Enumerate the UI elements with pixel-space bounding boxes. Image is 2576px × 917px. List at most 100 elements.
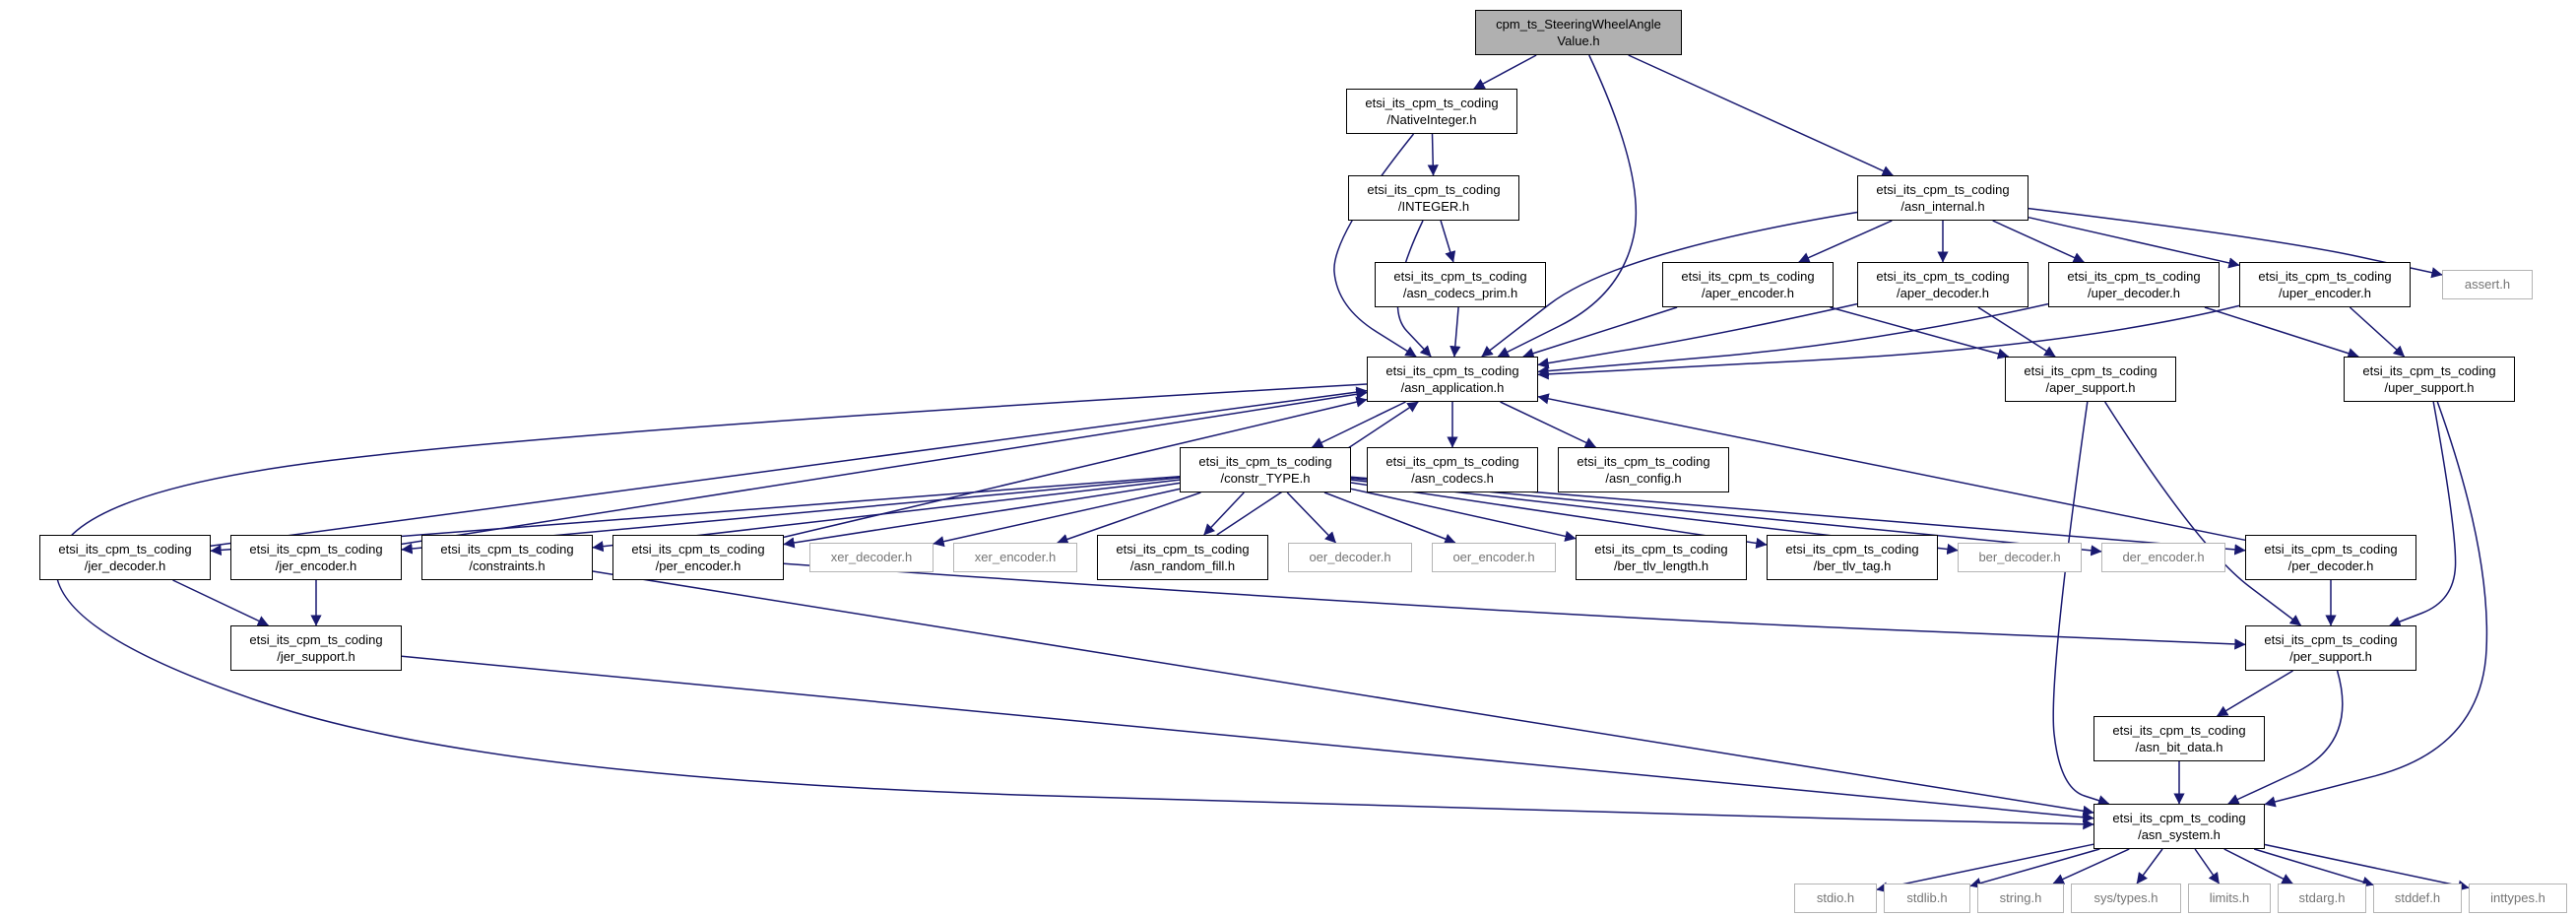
graph-node-uper_encoder[interactable]: etsi_its_cpm_ts_coding/uper_encoder.h — [2239, 262, 2411, 307]
graph-node-asn_random_fill[interactable]: etsi_its_cpm_ts_coding/asn_random_fill.h — [1097, 535, 1268, 580]
graph-node-asn_config[interactable]: etsi_its_cpm_ts_coding/asn_config.h — [1558, 447, 1729, 492]
graph-node-label: etsi_its_cpm_ts_coding — [631, 541, 765, 557]
include-edge-asn_system-to-stdlib — [1969, 848, 2100, 888]
graph-node-label: xer_encoder.h — [974, 550, 1057, 565]
graph-node-label: /asn_bit_data.h — [2135, 740, 2223, 754]
graph-node-per_encoder[interactable]: etsi_its_cpm_ts_coding/per_encoder.h — [612, 535, 784, 580]
include-edge-main-to-asn_internal — [1628, 54, 1894, 176]
graph-node-label: /ber_tlv_tag.h — [1813, 558, 1892, 573]
include-edge-aper_support-to-per_support — [2104, 401, 2302, 626]
graph-node-aper_decoder[interactable]: etsi_its_cpm_ts_coding/aper_decoder.h — [1857, 262, 2029, 307]
include-edge-asn_application-to-asn_system — [55, 383, 2094, 830]
graph-node-label: /NativeInteger.h — [1386, 112, 1477, 127]
graph-node-label: etsi_its_cpm_ts_coding — [1385, 453, 1519, 469]
graph-node-integer[interactable]: etsi_its_cpm_ts_coding/INTEGER.h — [1348, 175, 1519, 221]
include-edge-constr_TYPE-to-asn_random_fill — [1203, 491, 1245, 536]
graph-node-per_support[interactable]: etsi_its_cpm_ts_coding/per_support.h — [2245, 625, 2416, 671]
include-edge-uper_decoder-to-asn_application — [1537, 302, 2049, 377]
graph-node-label: /ber_tlv_length.h — [1613, 558, 1709, 573]
graph-node-jer_encoder[interactable]: etsi_its_cpm_ts_coding/jer_encoder.h — [230, 535, 402, 580]
include-edge-uper_decoder-to-uper_support — [2204, 306, 2359, 360]
graph-node-label: stdlib.h — [1906, 890, 1948, 906]
graph-node-label: etsi_its_cpm_ts_coding — [1876, 268, 2010, 284]
graph-node-xer_decoder: xer_decoder.h — [809, 543, 934, 572]
include-edge-jer_encoder-to-asn_application — [401, 388, 1368, 546]
include-edge-uper_support-to-asn_system — [2264, 401, 2488, 808]
graph-node-label: etsi_its_cpm_ts_coding — [1385, 362, 1519, 378]
include-edge-asn_internal-to-asn_application — [1481, 211, 1858, 358]
graph-node-native_integer[interactable]: etsi_its_cpm_ts_coding/NativeInteger.h — [1346, 89, 1517, 134]
graph-node-label: etsi_its_cpm_ts_coding — [1367, 181, 1501, 197]
include-edge-jer_decoder-to-asn_application — [210, 386, 1368, 548]
graph-node-label: etsi_its_cpm_ts_coding — [2112, 722, 2246, 738]
include-edge-constraints-to-asn_system — [592, 570, 2094, 817]
graph-node-stdarg: stdarg.h — [2278, 884, 2366, 913]
graph-node-asn_codecs_prim[interactable]: etsi_its_cpm_ts_coding/asn_codecs_prim.h — [1375, 262, 1546, 307]
graph-node-jer_support[interactable]: etsi_its_cpm_ts_coding/jer_support.h — [230, 625, 402, 671]
graph-node-aper_encoder[interactable]: etsi_its_cpm_ts_coding/aper_encoder.h — [1662, 262, 1834, 307]
include-edge-asn_application-to-asn_config — [1500, 401, 1597, 448]
graph-node-label: etsi_its_cpm_ts_coding — [1681, 268, 1815, 284]
graph-node-der_encoder: der_encoder.h — [2101, 543, 2225, 572]
include-edge-integer-to-asn_codecs_prim — [1440, 220, 1456, 263]
graph-node-asn_codecs[interactable]: etsi_its_cpm_ts_coding/asn_codecs.h — [1367, 447, 1538, 492]
graph-node-uper_decoder[interactable]: etsi_its_cpm_ts_coding/uper_decoder.h — [2048, 262, 2220, 307]
graph-node-label: etsi_its_cpm_ts_coding — [2112, 810, 2246, 825]
include-edge-aper_support-to-asn_system — [2052, 401, 2110, 807]
graph-node-label: /jer_support.h — [277, 649, 355, 664]
graph-node-asn_internal[interactable]: etsi_its_cpm_ts_coding/asn_internal.h — [1857, 175, 2029, 221]
include-edge-uper_encoder-to-uper_support — [2349, 306, 2406, 358]
include-edge-constr_TYPE-to-xer_encoder — [1057, 491, 1201, 545]
include-edge-asn_codecs_prim-to-asn_application — [1449, 306, 1461, 358]
graph-node-per_decoder[interactable]: etsi_its_cpm_ts_coding/per_decoder.h — [2245, 535, 2416, 580]
include-edge-asn_application-to-constr_TYPE — [1311, 401, 1406, 448]
graph-node-inttypes: inttypes.h — [2469, 884, 2567, 913]
include-edge-asn_internal-to-uper_decoder — [1992, 220, 2085, 263]
graph-node-label: etsi_its_cpm_ts_coding — [1577, 453, 1710, 469]
include-edge-constr_TYPE-to-ber_tlv_length — [1350, 488, 1577, 542]
graph-node-label: /constr_TYPE.h — [1220, 471, 1311, 486]
graph-node-label: etsi_its_cpm_ts_coding — [440, 541, 574, 557]
include-edge-constr_TYPE-to-oer_decoder — [1286, 491, 1337, 544]
include-edge-per_support-to-asn_bit_data — [2217, 670, 2293, 717]
include-edge-aper_encoder-to-asn_application — [1522, 306, 1678, 360]
graph-node-label: etsi_its_cpm_ts_coding — [1365, 95, 1499, 110]
graph-node-label: /asn_codecs.h — [1411, 471, 1494, 486]
include-edge-per_decoder-to-asn_application — [1537, 393, 2246, 542]
graph-node-asn_bit_data[interactable]: etsi_its_cpm_ts_coding/asn_bit_data.h — [2093, 716, 2265, 761]
graph-node-label: stddef.h — [2394, 890, 2441, 906]
graph-node-asn_system[interactable]: etsi_its_cpm_ts_coding/asn_system.h — [2093, 804, 2265, 849]
include-edge-constr_TYPE-to-oer_encoder — [1323, 491, 1456, 545]
graph-node-stddef: stddef.h — [2373, 884, 2462, 913]
graph-node-label: stdio.h — [1816, 890, 1855, 906]
graph-node-xer_encoder: xer_encoder.h — [953, 543, 1077, 572]
include-edge-aper_decoder-to-aper_support — [1977, 306, 2056, 358]
graph-node-constr_TYPE[interactable]: etsi_its_cpm_ts_coding/constr_TYPE.h — [1180, 447, 1351, 492]
graph-node-label: etsi_its_cpm_ts_coding — [2024, 362, 2157, 378]
graph-node-label: etsi_its_cpm_ts_coding — [58, 541, 192, 557]
graph-node-stdlib: stdlib.h — [1884, 884, 1970, 913]
graph-node-label: /jer_decoder.h — [84, 558, 166, 573]
include-edge-asn_internal-to-uper_encoder — [2028, 216, 2240, 269]
include-edge-asn_system-to-inttypes — [2264, 843, 2470, 891]
include-edge-per_encoder-to-per_support — [783, 562, 2246, 650]
graph-node-jer_decoder[interactable]: etsi_its_cpm_ts_coding/jer_decoder.h — [39, 535, 211, 580]
include-edge-uper_encoder-to-asn_application — [1537, 304, 2240, 380]
graph-node-label: /aper_decoder.h — [1897, 286, 1989, 300]
include-edge-native_integer-to-integer — [1427, 133, 1439, 176]
graph-node-label: etsi_its_cpm_ts_coding — [1785, 541, 1919, 557]
graph-node-asn_application[interactable]: etsi_its_cpm_ts_coding/asn_application.h — [1367, 357, 1538, 402]
graph-node-aper_support[interactable]: etsi_its_cpm_ts_coding/aper_support.h — [2005, 357, 2176, 402]
include-edge-asn_system-to-sys_types — [2136, 848, 2163, 884]
graph-node-label: /aper_support.h — [2045, 380, 2136, 395]
graph-node-label: inttypes.h — [2490, 890, 2545, 906]
graph-node-label: /asn_application.h — [1400, 380, 1505, 395]
graph-node-uper_support[interactable]: etsi_its_cpm_ts_coding/uper_support.h — [2344, 357, 2515, 402]
graph-node-ber_tlv_length[interactable]: etsi_its_cpm_ts_coding/ber_tlv_length.h — [1576, 535, 1747, 580]
graph-node-constraints[interactable]: etsi_its_cpm_ts_coding/constraints.h — [421, 535, 593, 580]
graph-node-label: etsi_its_cpm_ts_coding — [1116, 541, 1250, 557]
graph-node-label: etsi_its_cpm_ts_coding — [2362, 362, 2496, 378]
graph-node-label: etsi_its_cpm_ts_coding — [2067, 268, 2201, 284]
graph-node-ber_tlv_tag[interactable]: etsi_its_cpm_ts_coding/ber_tlv_tag.h — [1767, 535, 1938, 580]
graph-node-label: ber_decoder.h — [1978, 550, 2061, 565]
